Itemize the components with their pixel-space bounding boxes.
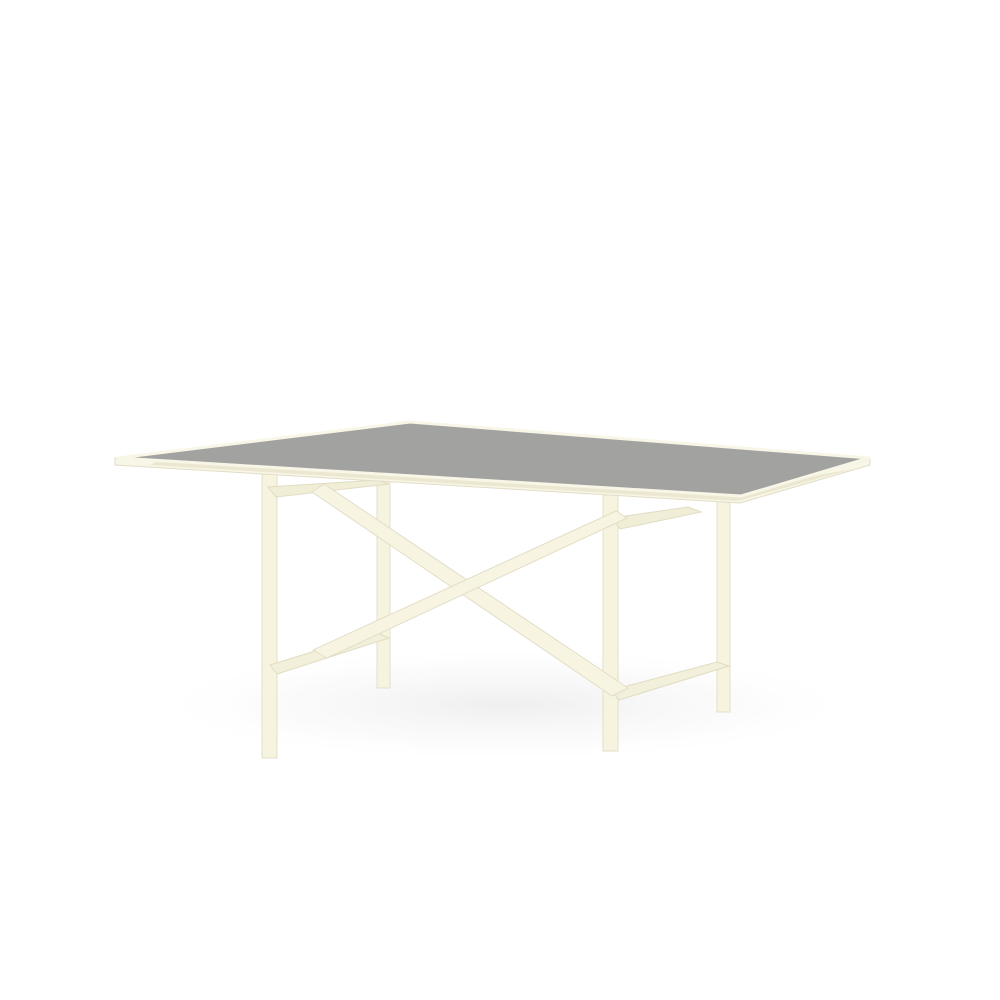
front-left-leg xyxy=(261,473,278,759)
front-right-leg xyxy=(602,494,619,752)
right-lower-side-rail xyxy=(611,661,731,701)
right-upper-side-rail xyxy=(611,506,703,530)
floor-shadow xyxy=(145,647,865,763)
back-right-leg xyxy=(716,499,731,713)
table xyxy=(114,420,871,759)
tabletop-surface xyxy=(116,420,871,498)
back-left-leg xyxy=(376,479,391,689)
cross-brace-two xyxy=(311,510,629,659)
